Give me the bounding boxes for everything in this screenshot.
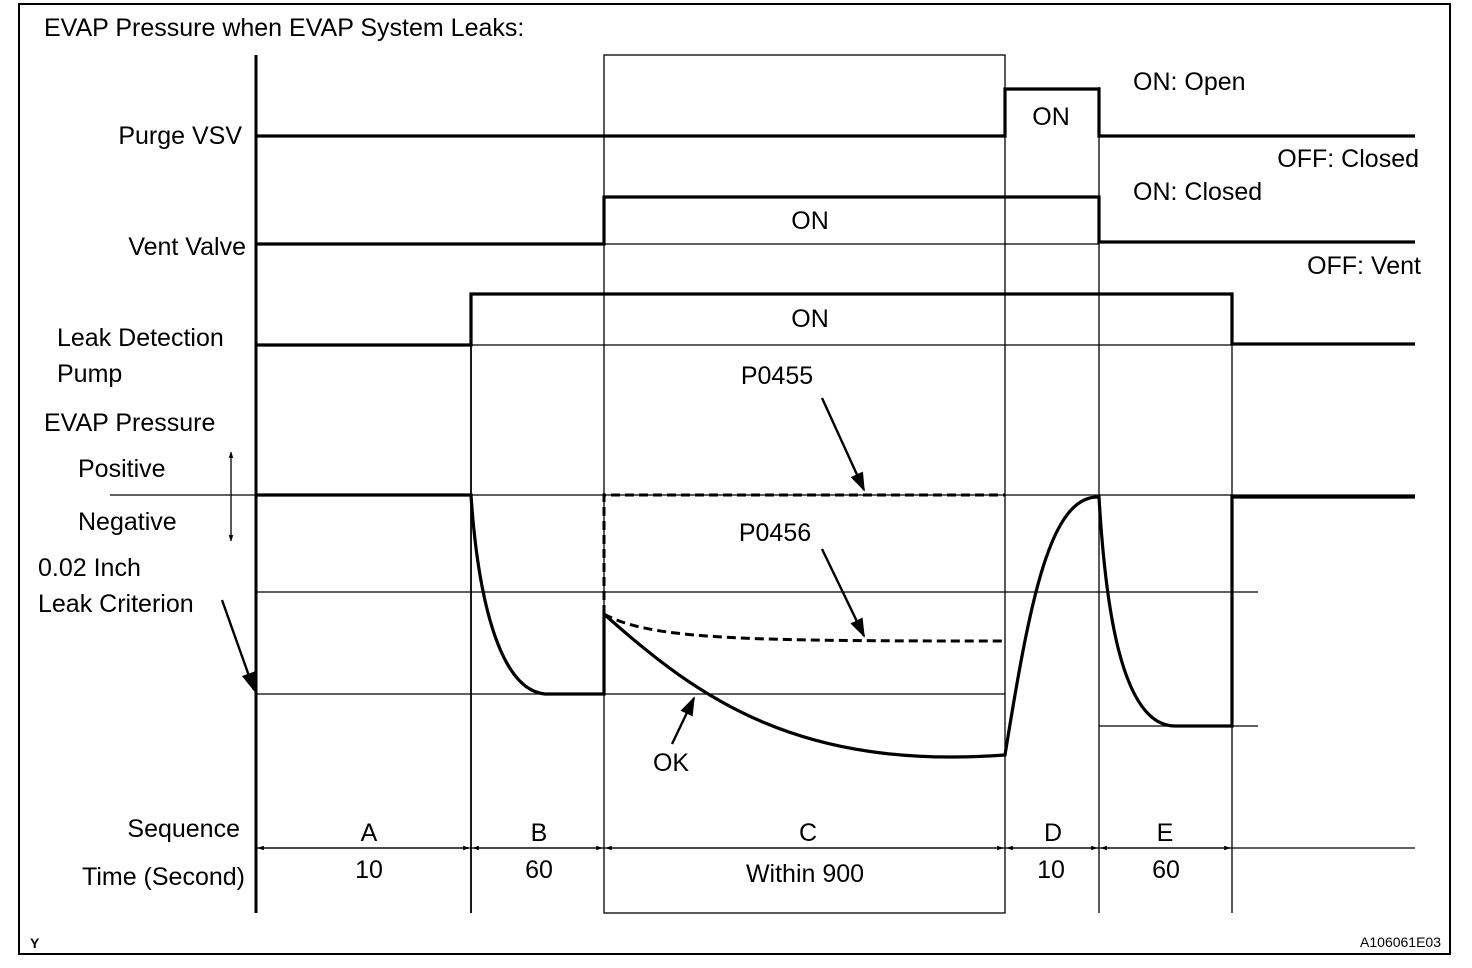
ok-label: OK — [653, 749, 689, 777]
p0456-pointer — [820, 548, 866, 638]
pump-on-text: ON — [791, 305, 829, 333]
p0455-label: P0455 — [741, 362, 813, 390]
step-b-time: 60 — [525, 856, 553, 884]
vent-valve-signal — [256, 195, 1415, 246]
step-d-time: 10 — [1037, 856, 1065, 884]
ok-pointer — [670, 696, 696, 745]
sequence-row-label: Sequence — [127, 815, 240, 843]
leak-criterion-pointer — [220, 599, 256, 692]
purge-on-meaning: ON: Open — [1133, 68, 1246, 96]
purge-vsv-signal — [256, 87, 1415, 138]
pump-label-line2: Pump — [57, 360, 122, 388]
purge-on-text: ON — [1032, 103, 1070, 131]
evap-pressure-label: EVAP Pressure — [44, 409, 215, 437]
corner-mark: Y — [30, 935, 40, 951]
step-d-id: D — [1044, 819, 1062, 847]
figure-id: A106061E03 — [1360, 934, 1441, 950]
p0455-dashed-curve — [602, 493, 1005, 614]
step-a-time: 10 — [355, 856, 383, 884]
pump-signal — [256, 292, 1415, 347]
leak-criterion-line2: Leak Criterion — [38, 590, 194, 618]
step-e-id: E — [1157, 819, 1174, 847]
negative-label: Negative — [78, 508, 177, 536]
purge-off-meaning: OFF: Closed — [1277, 145, 1419, 173]
step-c-id: C — [799, 819, 817, 847]
p0456-label: P0456 — [739, 519, 811, 547]
vent-on-meaning: ON: Closed — [1133, 178, 1262, 206]
vent-off-meaning: OFF: Vent — [1307, 252, 1421, 280]
diagram-title: EVAP Pressure when EVAP System Leaks: — [44, 14, 524, 42]
time-row-label: Time (Second) — [82, 863, 245, 891]
step-a-id: A — [361, 819, 378, 847]
p0456-dashed-curve — [603, 612, 1006, 643]
outer-frame — [18, 3, 1451, 955]
step-c-time: Within 900 — [746, 860, 864, 888]
leak-criterion-line1: 0.02 Inch — [38, 554, 141, 582]
evap-pressure-curve — [256, 493, 1415, 759]
positive-label: Positive — [78, 455, 166, 483]
pump-label-line1: Leak Detection — [57, 324, 224, 352]
step-e-time: 60 — [1152, 856, 1180, 884]
phase-c-box — [603, 54, 1006, 914]
step-b-id: B — [531, 819, 548, 847]
vent-on-text: ON — [791, 207, 829, 235]
p0455-pointer — [820, 397, 866, 492]
vent-valve-label: Vent Valve — [128, 233, 246, 261]
purge-vsv-label: Purge VSV — [118, 122, 242, 150]
